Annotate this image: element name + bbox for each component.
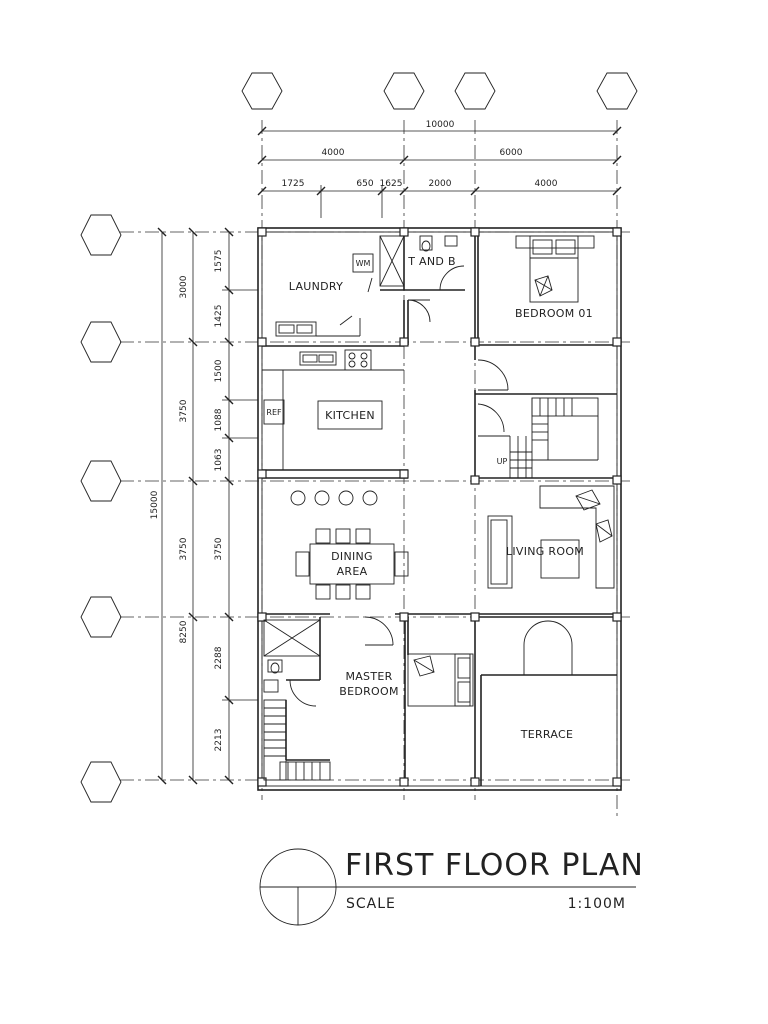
dim-top-seg-2: 650 (356, 179, 373, 189)
dim-left-group-3: 3750 (179, 537, 189, 560)
grid-bubble-top-1 (241, 72, 283, 110)
shower-icon (263, 619, 321, 657)
toilet-icon (419, 235, 433, 251)
plan-title: FIRST FLOOR PLAN (345, 848, 644, 883)
kitchen-sink-icon (299, 351, 337, 366)
dim-top-seg-1: 1725 (282, 179, 305, 189)
grid-bubbles (80, 72, 638, 803)
grid-bubble-left-2 (80, 321, 122, 363)
structural-columns (257, 227, 622, 787)
living-room-area: LIVING ROOM (487, 485, 615, 589)
title-block: FIRST FLOOR PLAN SCALE 1:100M (259, 848, 644, 926)
dim-left-total: 15000 (150, 490, 160, 519)
top-dimensions: 10000 4000 6000 1725 650 1625 2000 4000 (257, 120, 622, 218)
bedroom01-label: BEDROOM 01 (515, 307, 593, 320)
bed-icon (529, 235, 579, 303)
shower-icon (379, 235, 405, 287)
ref-label: REF (266, 408, 282, 417)
toilet-icon (267, 659, 283, 673)
dining-label-line1: DINING (331, 550, 373, 563)
dim-top-seg-4: 2000 (429, 179, 452, 189)
laundry-sink-icon (275, 321, 317, 337)
grid-bubble-top-4 (596, 72, 638, 110)
kitchen-label: KITCHEN (325, 409, 375, 422)
washing-machine-icon (352, 253, 374, 273)
bedroom01-area: BEDROOM 01 (515, 235, 595, 320)
dim-left-seg-5: 1088 (214, 408, 224, 431)
lavatory-icon (444, 235, 458, 247)
chair-icon (355, 528, 371, 544)
decor-circle-icon (290, 490, 306, 506)
chair-icon (315, 584, 331, 600)
chair-icon (355, 584, 371, 600)
dim-left-seg-8: 2213 (214, 729, 224, 752)
decor-circle-icon (338, 490, 354, 506)
dim-left-seg-3: 1500 (214, 359, 224, 382)
dim-left-seg-2: 1425 (214, 305, 224, 328)
grid-bubble-top-3 (454, 72, 496, 110)
t-and-b-area: T AND B (379, 235, 465, 323)
dining-area: DINING AREA (290, 490, 409, 600)
master-label-line1: MASTER (345, 670, 392, 683)
chair-icon (335, 584, 351, 600)
grid-bubble-left-5 (80, 761, 122, 803)
laundry-label: LAUNDRY (289, 280, 343, 293)
bed-icon (407, 653, 471, 707)
stove-icon (344, 349, 372, 371)
master-bedroom-area: MASTER BEDROOM (263, 616, 474, 781)
dim-top-right: 6000 (500, 148, 523, 158)
terrace-area: TERRACE (520, 620, 574, 741)
stairs-area: UP (477, 359, 599, 478)
terrace-label: TERRACE (520, 728, 574, 741)
scale-value: 1:100M (568, 896, 626, 912)
kitchen-island (317, 400, 383, 430)
dim-top-seg-3: 1625 (380, 179, 403, 189)
chair-icon (315, 528, 331, 544)
walls (257, 227, 622, 791)
dim-left-group-4: 8250 (179, 620, 189, 643)
grid-bubble-left-3 (80, 460, 122, 502)
up-label: UP (497, 457, 508, 466)
grid-bubble-top-2 (383, 72, 425, 110)
dim-left-seg-1: 1575 (214, 250, 224, 273)
chair-icon (335, 528, 351, 544)
laundry-area: WM LAUNDRY (275, 253, 374, 337)
dim-left-group-1: 3000 (179, 275, 189, 298)
grid-bubble-left-1 (80, 214, 122, 256)
chair-icon (394, 551, 409, 577)
scale-label: SCALE (346, 896, 396, 912)
t-and-b-label: T AND B (407, 255, 456, 268)
headboard-icon (515, 235, 595, 249)
master-label-line2: BEDROOM (339, 685, 399, 698)
sofa-icon (539, 485, 615, 589)
coffee-table (540, 539, 580, 579)
dim-left-seg-4: 1063 (214, 449, 224, 472)
left-dimensions: 15000 3000 3750 3750 8250 1575 1425 1500… (150, 227, 258, 785)
dining-table (309, 543, 395, 585)
dining-label-line2: AREA (337, 565, 368, 578)
chair-icon (295, 551, 310, 577)
wm-label: WM (356, 259, 371, 268)
sofa-icon (487, 515, 513, 589)
dim-top-left: 4000 (322, 148, 345, 158)
dim-top-seg-5: 4000 (535, 179, 558, 189)
living-room-label: LIVING ROOM (506, 545, 584, 558)
dim-top-total: 10000 (426, 120, 455, 130)
dim-left-seg-6: 3750 (214, 537, 224, 560)
decor-circle-icon (362, 490, 378, 506)
dim-left-group-2: 3750 (179, 399, 189, 422)
decor-circle-icon (314, 490, 330, 506)
lavatory-icon (263, 679, 279, 693)
kitchen-area: REF KITCHEN (262, 349, 404, 470)
dim-left-seg-7: 2288 (214, 646, 224, 669)
refrigerator-icon (263, 399, 285, 425)
grid-bubble-left-4 (80, 596, 122, 638)
